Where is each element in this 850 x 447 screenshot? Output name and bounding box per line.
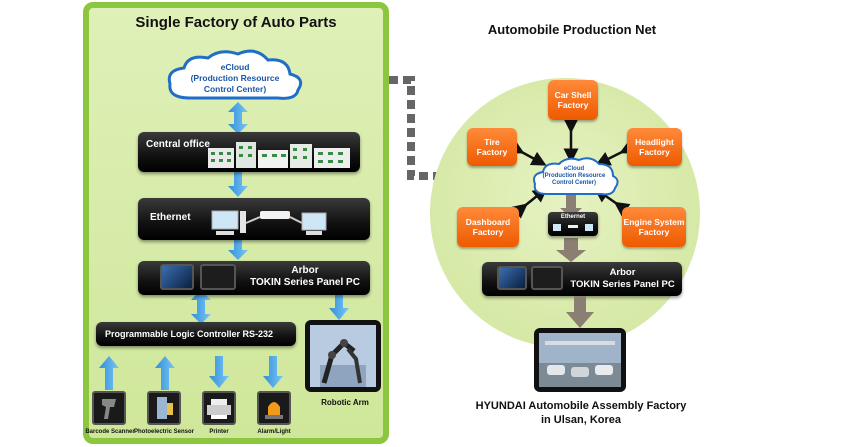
left-arrows xyxy=(99,102,349,390)
arrow-ethernet-panel-right xyxy=(556,238,586,262)
device-label-barcode: Barcode Scanner xyxy=(85,429,135,435)
arrow-panel-plc xyxy=(191,290,211,324)
panel-pc-right-screen-icon-1 xyxy=(497,266,527,290)
ecloud-right-label: eCloud (Production Resource Control Cent… xyxy=(542,166,606,186)
device-label-sensor: Photoelectric Sensor xyxy=(133,429,195,435)
photoelectric-sensor-device xyxy=(147,391,181,425)
panel-pc-right-screen-icon-2 xyxy=(531,266,563,290)
single-factory-title: Single Factory of Auto Parts xyxy=(135,14,337,31)
panel-pc-label-left: Arbor TOKIN Series Panel PC xyxy=(250,265,360,288)
robotic-arm-icon xyxy=(310,325,376,387)
ecloud-right-cloud-icon xyxy=(533,157,619,196)
ethernet-label: Ethernet xyxy=(150,212,191,223)
robotic-arm-label: Robotic Arm xyxy=(321,398,369,407)
arrow-panel-robot xyxy=(329,292,349,320)
panel-pc-screen-icon-1 xyxy=(160,264,194,290)
device-label-printer: Printer xyxy=(209,429,229,435)
device-label-alarm: Alarm/Light xyxy=(257,429,291,435)
arrow-device-4 xyxy=(263,356,283,388)
assembly-line-image xyxy=(539,333,621,387)
barcode-scanner-device xyxy=(92,391,126,425)
hyundai-factory-photo-frame xyxy=(534,328,626,392)
printer-device xyxy=(202,391,236,425)
ethernet-label-right: Ethernet xyxy=(560,214,586,220)
ecloud-left-cloud-icon xyxy=(167,49,303,100)
photoelectric-sensor-icon xyxy=(157,397,173,419)
arrow-device-3 xyxy=(209,356,229,388)
arrow-ethernet-panel xyxy=(228,240,248,260)
plc-bar xyxy=(96,322,296,346)
arrow-device-1 xyxy=(99,356,119,390)
printer-icon xyxy=(207,399,231,419)
plc-label: Programmable Logic Controller RS-232 xyxy=(105,329,274,339)
alarm-light-icon xyxy=(265,402,283,419)
ethernet-right-icon xyxy=(553,224,593,231)
panel-pc-label-right: Arbor TOKIN Series Panel PC xyxy=(570,267,675,290)
arrow-central-ethernet xyxy=(228,172,248,197)
barcode-scanner-icon xyxy=(102,399,116,419)
production-net-title: Automobile Production Net xyxy=(487,22,657,37)
arrow-device-2 xyxy=(155,356,175,390)
alarm-light-device xyxy=(257,391,291,425)
hyundai-factory-caption: HYUNDAI Automobile Assembly Factory in U… xyxy=(475,400,687,426)
panel-pc-screen-icon-2 xyxy=(200,264,236,290)
arrow-panel-factory-photo xyxy=(566,296,594,328)
arrow-cloud-central xyxy=(228,102,248,134)
robotic-arm-device xyxy=(305,320,381,392)
network-computers-icon xyxy=(211,210,327,235)
buildings-icon xyxy=(208,142,350,168)
central-office-label: Central office xyxy=(146,139,210,150)
ecloud-left-label: eCloud (Production Resource Control Cent… xyxy=(190,62,280,94)
